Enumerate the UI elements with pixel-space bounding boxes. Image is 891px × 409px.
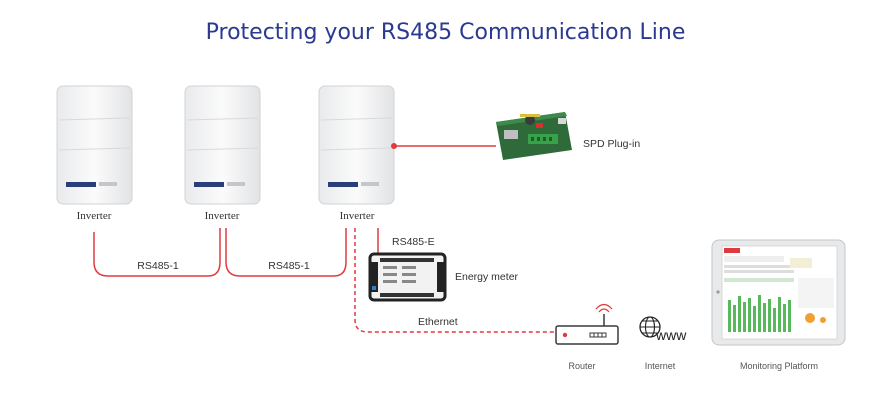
energy-meter-icon bbox=[368, 252, 447, 302]
monitoring-platform-label: Monitoring Platform bbox=[739, 361, 819, 371]
rs485-1-label-a: RS485-1 bbox=[137, 260, 179, 272]
monitoring-tablet-icon bbox=[711, 239, 846, 346]
inverter-3-label: Inverter bbox=[339, 210, 375, 222]
internet-globe-icon bbox=[639, 316, 661, 338]
router-label: Router bbox=[568, 361, 596, 371]
rs485-1-label-b: RS485-1 bbox=[268, 260, 310, 272]
inverter-2-label: Inverter bbox=[204, 210, 240, 222]
inverter-1-label: Inverter bbox=[76, 210, 112, 222]
rs485-1-cable-b bbox=[225, 228, 347, 277]
internet-label: Internet bbox=[644, 361, 676, 371]
ethernet-label: Ethernet bbox=[418, 316, 458, 328]
page-title: Protecting your RS485 Communication Line bbox=[205, 20, 686, 45]
energy-meter-label: Energy meter bbox=[455, 271, 519, 283]
inverter-2-icon bbox=[184, 85, 261, 205]
spd-plugin-label: SPD Plug-in bbox=[583, 138, 641, 150]
rs485-1-cable-a bbox=[93, 228, 221, 277]
router-icon bbox=[555, 303, 619, 345]
inverter-3-icon bbox=[318, 85, 395, 205]
ethernet-cable bbox=[354, 228, 566, 333]
internet-www-text: www bbox=[656, 327, 687, 343]
rs485-e-label: RS485-E bbox=[392, 236, 435, 248]
inverter-1-icon bbox=[56, 85, 133, 205]
spd-link bbox=[391, 143, 496, 149]
spd-plugin-board-icon bbox=[496, 112, 572, 160]
